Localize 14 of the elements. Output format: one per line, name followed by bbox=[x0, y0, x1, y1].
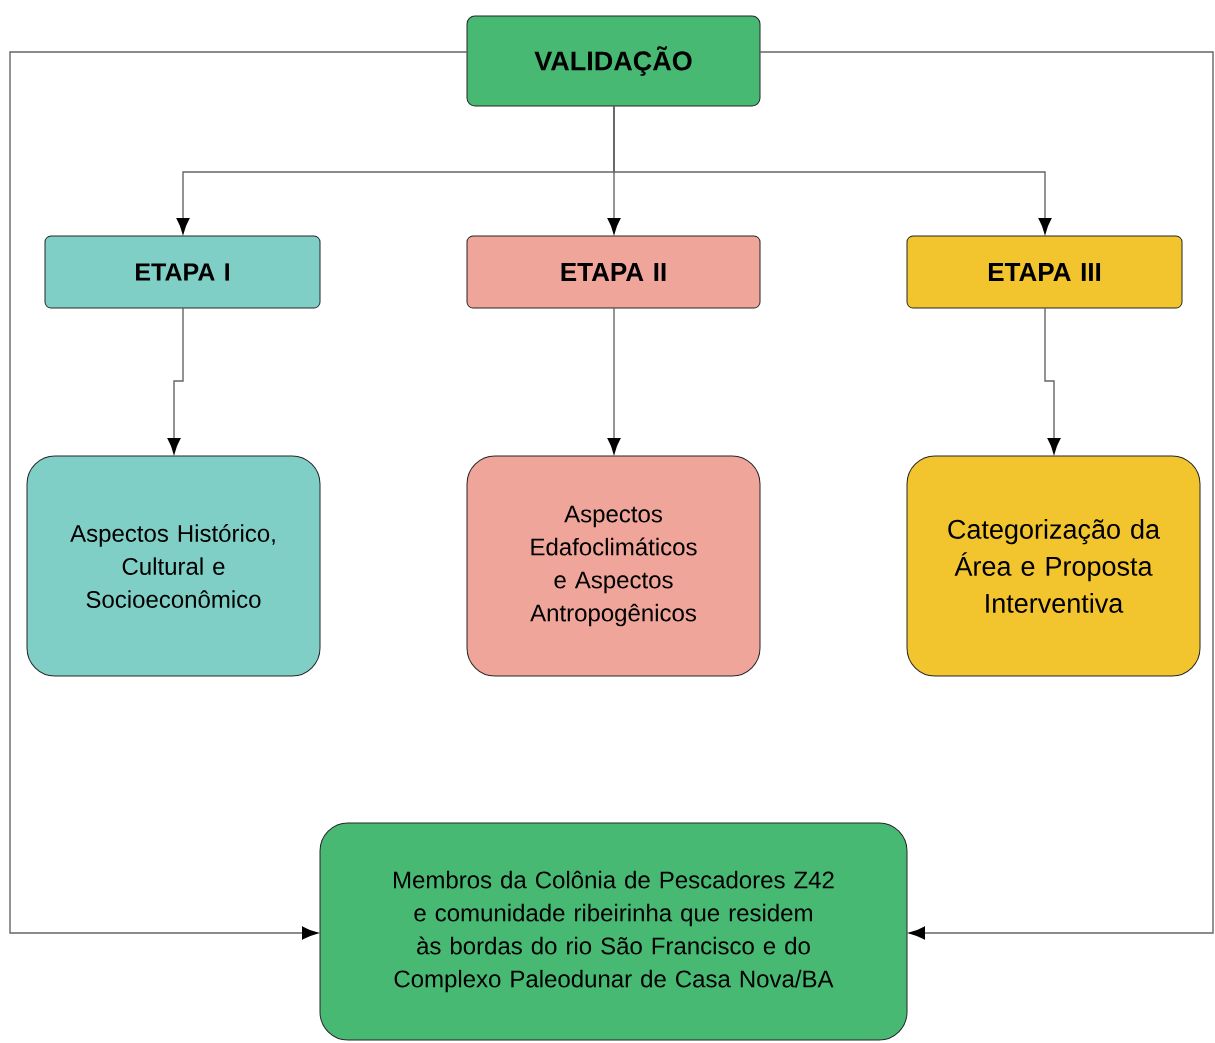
arrow bbox=[759, 51, 1214, 940]
content-box: Aspectos Histórico, Cultural e Socioeconômico bbox=[26, 455, 321, 677]
stage-box: ETAPA II bbox=[466, 235, 761, 309]
content-box: Categorização da Área e Proposta Interventiva bbox=[906, 455, 1201, 677]
arrow bbox=[613, 105, 1052, 234]
stage-box: ETAPA III bbox=[906, 235, 1183, 309]
stage-box: VALIDAÇÃO bbox=[466, 15, 761, 107]
stage-box: ETAPA I bbox=[44, 235, 321, 309]
arrow bbox=[607, 307, 621, 454]
arrow bbox=[1044, 307, 1061, 454]
content-box: Aspectos Edafoclimáticos e Aspectos Antropogênicos bbox=[466, 455, 761, 677]
arrow bbox=[9, 51, 468, 940]
participants-box: Membros da Colônia de Pescadores Z42 e comunidade ribeirinha que residem às bordas do rio São Francisco e do Complexo Paleodunar de Casa Nova/BA bbox=[319, 822, 908, 1041]
arrow bbox=[167, 307, 184, 454]
